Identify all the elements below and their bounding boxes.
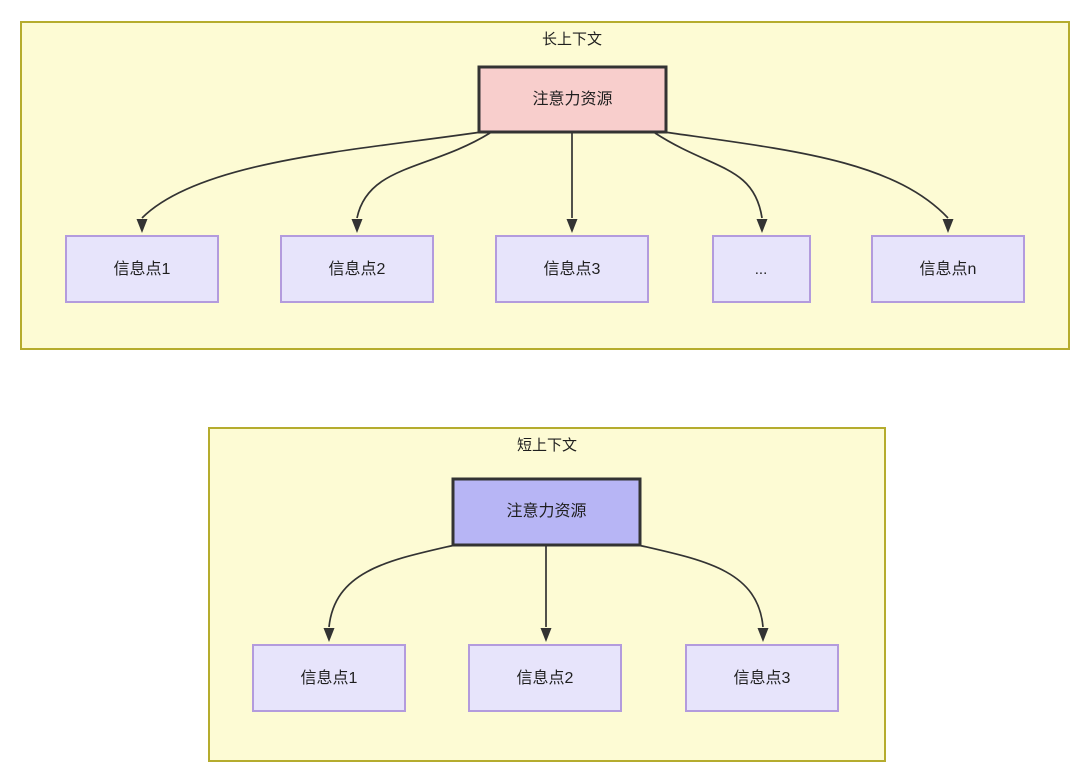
node-short-info-2[interactable]: 信息点2 bbox=[468, 644, 622, 712]
node-short-info-3-box[interactable] bbox=[685, 644, 839, 712]
group-long-context-title: 长上下文 bbox=[542, 31, 602, 48]
node-short-info-2-box[interactable] bbox=[468, 644, 622, 712]
node-short-info-2-label: 信息点2 bbox=[517, 669, 574, 687]
node-long-info-1[interactable]: 信息点1 bbox=[65, 235, 219, 303]
group-short-context[interactable]: 短上下文 注意力资源 信息点1 信息点 bbox=[208, 427, 886, 762]
edge-short-to-info-3 bbox=[637, 544, 764, 628]
node-long-info-2[interactable]: 信息点2 bbox=[280, 235, 434, 303]
group-short-context-title: 短上下文 bbox=[517, 437, 577, 454]
edge-long-to-info-ellipsis bbox=[654, 132, 763, 219]
arrowhead-short-to-info-1 bbox=[323, 628, 335, 642]
edge-long-to-info-n bbox=[663, 131, 949, 219]
node-long-info-3[interactable]: 信息点3 bbox=[495, 235, 649, 303]
node-long-info-ellipsis-label: ... bbox=[755, 261, 768, 278]
node-long-attention[interactable]: 注意力资源 bbox=[477, 65, 668, 134]
edges-short-context bbox=[323, 544, 769, 642]
edge-short-to-info-1 bbox=[328, 544, 456, 628]
arrowhead-long-to-info-1 bbox=[136, 219, 148, 233]
arrowhead-short-to-info-3 bbox=[757, 628, 769, 642]
node-short-info-3[interactable]: 信息点3 bbox=[685, 644, 839, 712]
node-long-info-n-label: 信息点n bbox=[920, 260, 977, 278]
edge-long-to-info-1 bbox=[141, 131, 482, 219]
arrowhead-long-to-info-ellipsis bbox=[756, 219, 768, 233]
node-long-info-ellipsis-box[interactable] bbox=[712, 235, 811, 303]
arrowhead-long-to-info-n bbox=[942, 219, 954, 233]
node-short-attention[interactable]: 注意力资源 bbox=[451, 477, 642, 547]
node-long-info-n[interactable]: 信息点n bbox=[871, 235, 1025, 303]
node-long-attention-label: 注意力资源 bbox=[532, 89, 612, 108]
node-long-info-3-label: 信息点3 bbox=[544, 260, 601, 278]
arrowhead-long-to-info-3 bbox=[566, 219, 578, 233]
group-long-context[interactable]: 长上下文 注意力资源 信息 bbox=[20, 21, 1070, 350]
node-short-attention-box[interactable] bbox=[451, 477, 642, 547]
node-short-attention-label: 注意力资源 bbox=[506, 501, 586, 520]
node-long-info-n-box[interactable] bbox=[871, 235, 1025, 303]
edge-long-to-info-2 bbox=[356, 132, 491, 219]
node-long-info-1-box[interactable] bbox=[65, 235, 219, 303]
node-short-info-3-label: 信息点3 bbox=[734, 669, 791, 687]
node-short-info-1[interactable]: 信息点1 bbox=[252, 644, 406, 712]
node-long-info-2-label: 信息点2 bbox=[329, 260, 386, 278]
node-long-info-2-box[interactable] bbox=[280, 235, 434, 303]
arrowhead-long-to-info-2 bbox=[351, 219, 363, 233]
node-long-info-3-box[interactable] bbox=[495, 235, 649, 303]
arrowhead-short-to-info-2 bbox=[540, 628, 552, 642]
node-long-attention-box[interactable] bbox=[477, 65, 668, 134]
edges-long-context bbox=[136, 131, 954, 233]
node-long-info-ellipsis[interactable]: ... bbox=[712, 235, 811, 303]
node-short-info-1-label: 信息点1 bbox=[301, 669, 358, 687]
node-short-info-1-box[interactable] bbox=[252, 644, 406, 712]
node-long-info-1-label: 信息点1 bbox=[114, 260, 171, 278]
